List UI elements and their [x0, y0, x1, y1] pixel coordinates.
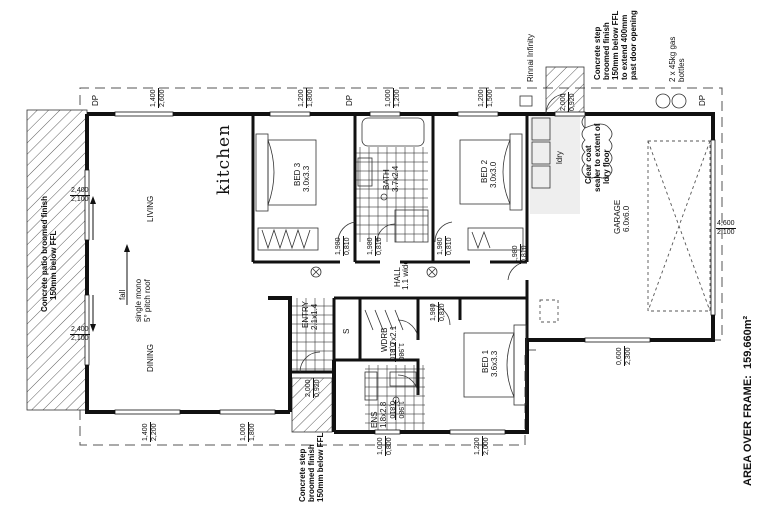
- downpipe-marker-3: DP: [698, 94, 707, 106]
- top-step-note-5: past door opening: [629, 10, 638, 80]
- top-step-note-4: to extend 400mm: [620, 14, 629, 80]
- top-step-note-1: Concrete step: [593, 26, 602, 80]
- entry-tiles: [290, 298, 334, 373]
- area-label: AREA OVER FRAME:: [742, 375, 754, 486]
- room-size-bed1: 3.6x3.3: [490, 350, 499, 377]
- room-label-bath: BATH: [382, 169, 391, 190]
- top-step-note-2: broomed finish: [602, 22, 611, 80]
- gas-bottles-note-2: bottles: [677, 58, 686, 82]
- concrete-step-top: [545, 66, 585, 115]
- roof-note-line2: 5° pitch roof: [143, 279, 152, 322]
- room-size-bed3: 3.0x3.3: [302, 165, 311, 192]
- sealer-note-1: Clear coat: [584, 145, 593, 184]
- gas-bottles-note-1: 2 x 45kg gas: [668, 36, 677, 82]
- area-over-frame: AREA OVER FRAME: 159.660m²: [742, 315, 754, 486]
- bottom-step-note-2: broomed finish: [307, 444, 316, 502]
- room-label-store: S: [342, 328, 351, 334]
- sealer-note-2: sealer to extent of: [593, 123, 602, 192]
- room-label-living: LIVING: [146, 195, 155, 222]
- bottom-step-note-3: 150mm below FFL: [316, 432, 325, 502]
- bottom-step-note-1: Concrete step: [298, 448, 307, 502]
- room-size-hall: 1.1 wide: [401, 260, 410, 290]
- bath-tiles: [356, 147, 428, 242]
- room-label-ldry: ldry: [555, 151, 564, 164]
- concrete-patio: [26, 109, 88, 411]
- room-size-bed2: 3.0x3.0: [489, 161, 498, 188]
- top-step-note-3: 150mm below FFL: [611, 10, 620, 80]
- sealer-note-3: ldry floor: [602, 149, 611, 184]
- rinnai-note: Rinnai Infinity: [526, 33, 535, 82]
- patio-note-line2: 150mm below FFL: [49, 230, 58, 300]
- patio-note-line1: Concrete patio broomed finish: [40, 195, 49, 312]
- downpipe-marker-2: DP: [345, 94, 354, 106]
- roof-note-line1: single mono: [134, 278, 143, 322]
- room-label-bed1: BED 1: [481, 349, 490, 373]
- room-label-entry: ENTRY: [301, 301, 310, 328]
- ldry-floor: [530, 116, 580, 214]
- room-label-ens: ENS: [370, 411, 379, 428]
- room-label-garage: GARAGE: [613, 199, 622, 234]
- roof-fall-label: fall: [118, 289, 127, 300]
- downpipe-marker-1: DP: [91, 94, 100, 106]
- room-size-garage: 6.0x6.0: [622, 205, 631, 232]
- area-value: 159.660m²: [742, 315, 754, 370]
- room-label-bed2: BED 2: [480, 159, 489, 183]
- room-label-dining: DINING: [146, 344, 155, 372]
- concrete-step-bottom: [291, 377, 333, 433]
- room-label-bed3: BED 3: [293, 162, 302, 186]
- room-size-entry: 2.1x1.4: [310, 303, 319, 330]
- room-size-bath: 3.7x2.4: [391, 165, 400, 192]
- handwritten-kitchen-note: kitchen: [214, 123, 234, 195]
